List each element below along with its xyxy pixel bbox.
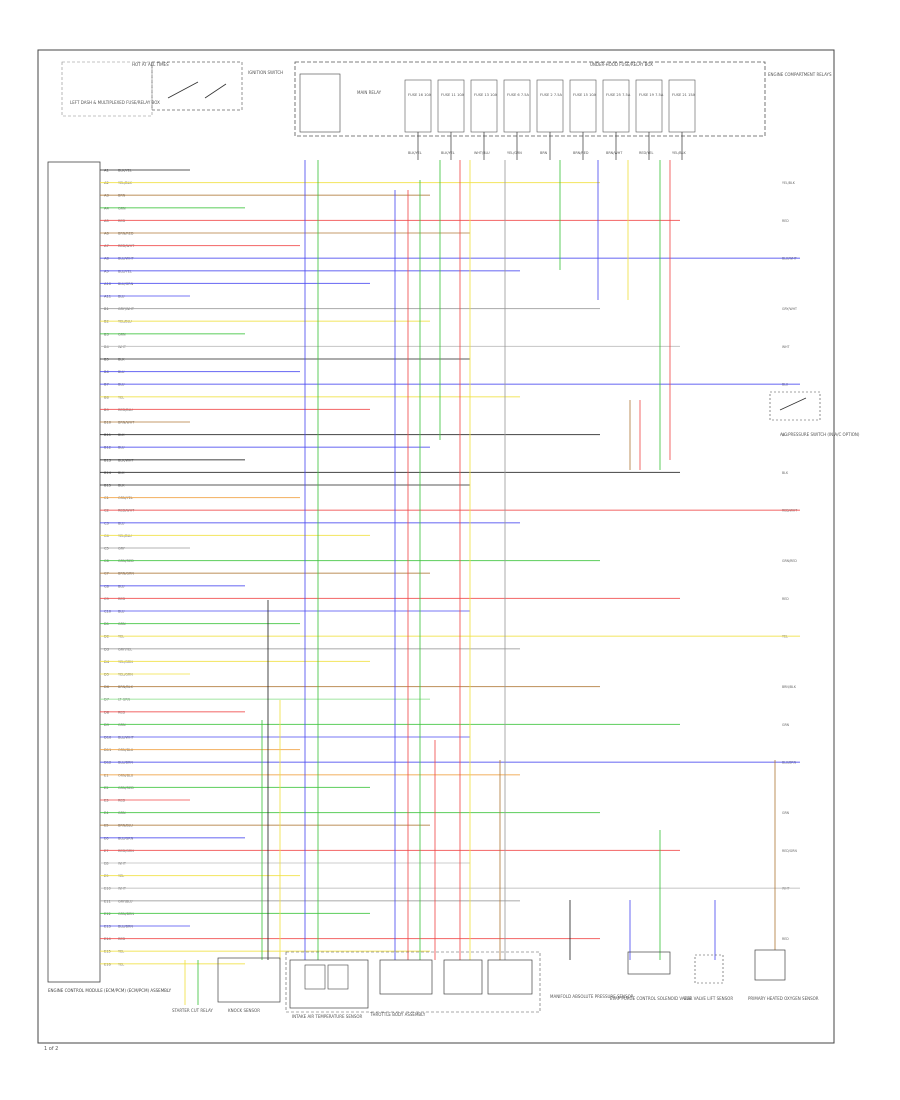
fuse-wire-label: YEL/BLK (672, 151, 686, 155)
egr-label: EGR VALVE LIFT SENSOR (684, 996, 733, 1001)
fuse-group: FUSE 16 10A BLK/YEL FUSE 11 10A BLK/YEL FUSE… (404, 79, 696, 160)
ecu-label: ENGINE CONTROL MODULE (ECM/PCM) (ECM/PCM… (48, 988, 172, 993)
wire-end-label: GRY/WHT (782, 307, 797, 311)
wire-end-label: WHT (782, 345, 790, 349)
wire-end-label: YEL/BLK (782, 181, 796, 185)
ecu-pin-group: A1BLK/YELA2YEL/BLKYEL/BLKA3BRNA4GRNA5RED… (104, 169, 797, 967)
right-top-label: ENGINE COMPARTMENT RELAYS (768, 72, 832, 77)
fuse-7 (602, 79, 630, 133)
pressure-switch-label: A/C PRESSURE SWITCH (IN A/C OPTION) (780, 432, 860, 437)
fuse-label: FUSE 25 7.5A (606, 93, 631, 97)
evap-label: EVAP PURGE CONTROL SOLENOID VALVE (610, 996, 692, 1001)
dash-fuse-box: LEFT DASH & MULTIPLEXED FUSE/RELAY BOX (61, 61, 160, 117)
oxygen-label: PRIMARY HEATED OXYGEN SENSOR (748, 996, 819, 1001)
wire-end-label: RED (782, 219, 789, 223)
fuse-wire-label: BLK/YEL (408, 151, 422, 155)
under-hood-fuse-box: UNDER-HOOD FUSE/RELAY BOX MAIN RELAY ENG… (294, 61, 832, 137)
diagram-frame (37, 49, 835, 1044)
under-hood-fuse-label: UNDER-HOOD FUSE/RELAY BOX (590, 62, 653, 67)
throttle-body-label: THROTTLE BODY ASSEMBLY (369, 1012, 426, 1017)
starter-label: STARTER CUT RELAY (172, 1008, 213, 1013)
wire-end-label: BLK (782, 471, 789, 475)
fuse-9 (668, 79, 696, 133)
wire-end-label: RED (782, 597, 789, 601)
pressure-switch: A/C PRESSURE SWITCH (IN A/C OPTION) (769, 391, 860, 437)
fuse-1 (404, 79, 432, 133)
main-relay-label: MAIN RELAY (357, 90, 382, 95)
fuse-wire-label: WHT/BLU (474, 151, 490, 155)
ignition-switch: IGNITION SWITCH HOT AT ALL TIMES (132, 61, 283, 111)
footer-label: 1 of 2 (44, 1046, 58, 1052)
fuse-6 (569, 79, 597, 133)
fuse-label: FUSE 2 7.5A (540, 93, 563, 97)
fuse-wire-label: BRN/RED (573, 151, 589, 155)
fuse-3 (470, 79, 498, 133)
dash-fuse-box-label: LEFT DASH & MULTIPLEXED FUSE/RELAY BOX (70, 100, 160, 105)
ecu-block: ENGINE CONTROL MODULE (ECM/PCM) (ECM/PCM… (47, 161, 172, 993)
fuse-label: FUSE 16 10A (408, 93, 432, 97)
fuse-label: FUSE 13 10A (474, 93, 498, 97)
wire-end-label: RED (782, 937, 789, 941)
fuse-5 (536, 79, 564, 133)
fuse-wire-label: RED/YEL (639, 151, 653, 155)
fuse-wire-label: BLK/YEL (441, 151, 455, 155)
wire-group (100, 160, 800, 1005)
fuse-label: FUSE 21 15A (672, 93, 696, 97)
wire-end-label: GRN (782, 723, 790, 727)
wire-end-label: BLK (782, 433, 789, 437)
fuse-4 (503, 79, 531, 133)
wire-end-label: GRN/RED (782, 559, 797, 563)
fuse-label: FUSE 6 7.5A (507, 93, 530, 97)
map-label: MANIFOLD ABSOLUTE PRESSURE SENSOR (550, 994, 634, 999)
fuse-2 (437, 79, 465, 133)
fuse-label: FUSE 19 7.5A (639, 93, 664, 97)
wire-end-label: GRN (782, 811, 790, 815)
ignition-switch-label: IGNITION SWITCH (248, 70, 283, 75)
fuse-wire-label: BRN/WHT (606, 151, 623, 155)
wire-end-label: BRN/BLK (782, 685, 797, 689)
hot-label: HOT AT ALL TIMES (132, 62, 169, 67)
fuse-label: FUSE 15 10A (573, 93, 597, 97)
knock-label: KNOCK SENSOR (228, 1008, 260, 1013)
bottom-components: STARTER CUT RELAY KNOCK SENSOR THROTTLE … (172, 949, 819, 1019)
intake-label: INTAKE AIR TEMPERATURE SENSOR (292, 1014, 363, 1019)
fuse-wire-label: BRN (540, 151, 548, 155)
fuse-wire-label: YEL/GRN (507, 151, 522, 155)
wire-end-label: RED/GRN (782, 849, 797, 853)
fuse-label: FUSE 11 10A (441, 93, 465, 97)
fuse-8 (635, 79, 663, 133)
